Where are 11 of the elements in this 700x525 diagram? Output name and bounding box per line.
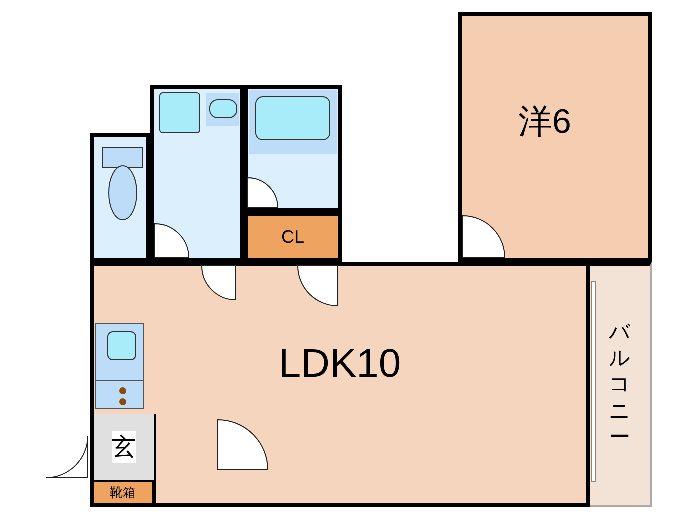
room bbox=[458, 12, 652, 262]
room bbox=[94, 482, 156, 503]
room bbox=[94, 414, 156, 482]
room bbox=[590, 262, 652, 507]
room-label: 洋6 bbox=[518, 102, 572, 143]
room bbox=[90, 262, 590, 507]
room-label: バルコニー bbox=[608, 320, 632, 451]
room-label: CL bbox=[281, 226, 304, 248]
room-label: 靴箱 bbox=[110, 484, 136, 502]
room-label: LDK10 bbox=[278, 342, 402, 387]
room-label: 玄 bbox=[112, 431, 136, 463]
